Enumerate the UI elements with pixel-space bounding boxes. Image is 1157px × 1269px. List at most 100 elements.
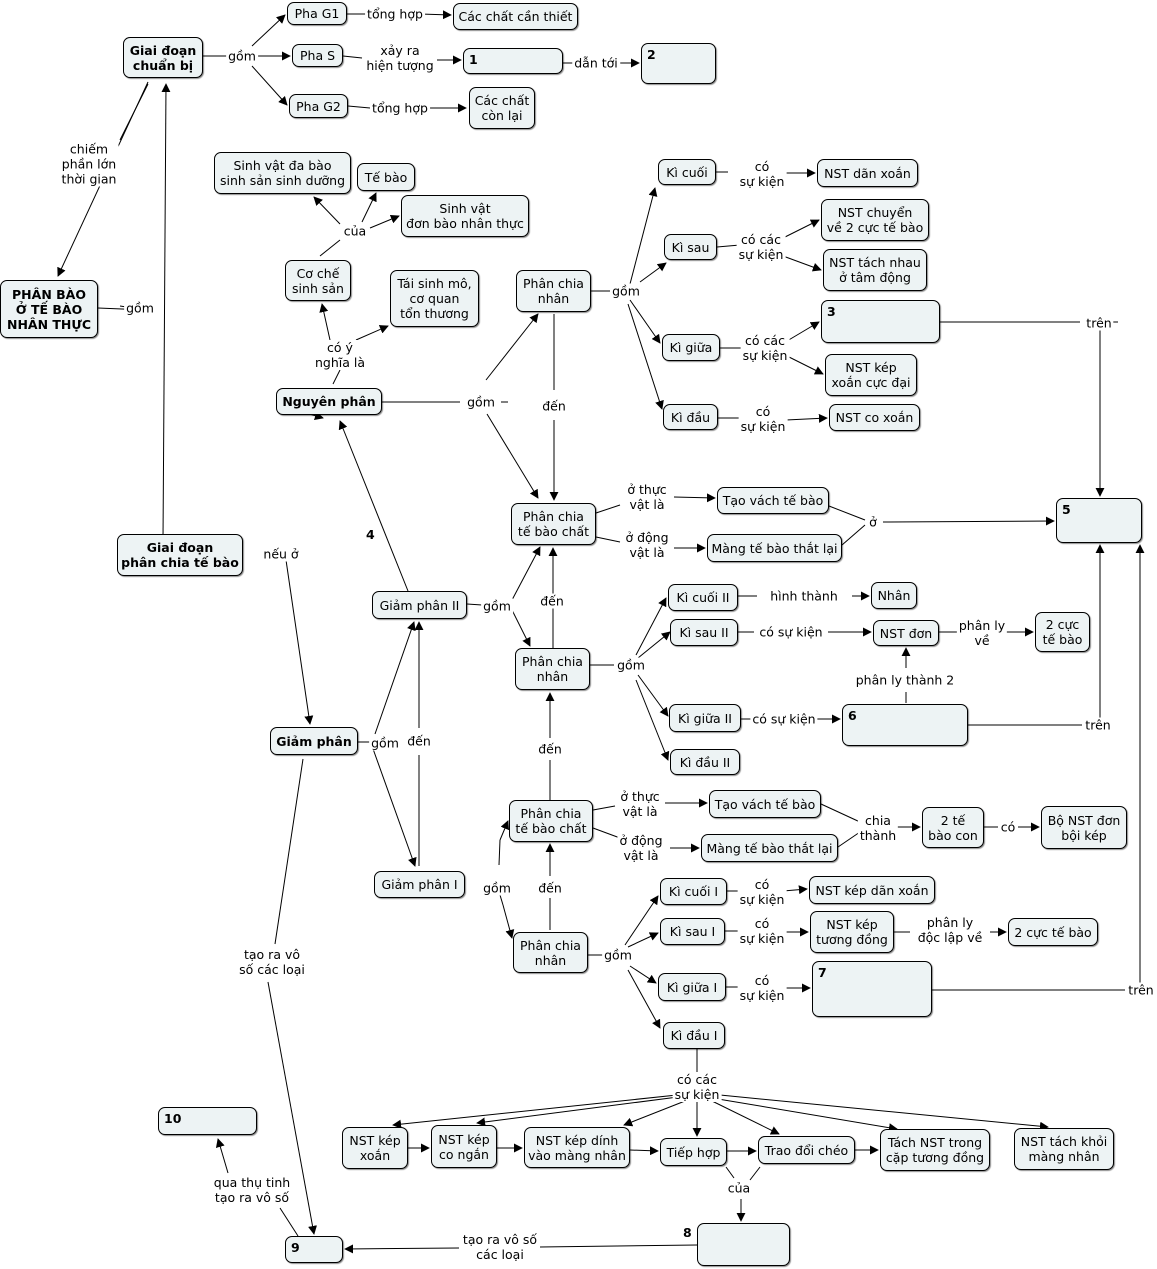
connector-line-90 — [502, 904, 515, 939]
connector-line-36 — [782, 219, 820, 239]
preparation-stage-node[interactable]: Giai đoạn chuẩn bị — [123, 37, 203, 78]
root-node[interactable]: PHÂN BÀO Ở TẾ BÀO NHÂN THỰC — [0, 280, 98, 338]
single-chromosome-node[interactable]: NST đơn — [873, 620, 939, 646]
event-attached-node[interactable]: NST kép dính vào màng nhân — [524, 1127, 630, 1168]
connector-line-136 — [274, 758, 304, 945]
blank-8-node[interactable] — [697, 1223, 790, 1266]
blank-1-node[interactable]: 1 — [463, 48, 563, 74]
membrane-detach-node[interactable]: NST tách khỏi màng nhân — [1014, 1128, 1114, 1170]
chromosome-condense-node[interactable]: NST co xoắn — [829, 404, 920, 431]
chromosome-max-condensed-node[interactable]: NST kép xoắn cực đại — [825, 354, 917, 396]
synapsis-node[interactable]: Tiếp hợp — [660, 1138, 727, 1166]
blank-5-node[interactable]: 5 — [1056, 498, 1142, 543]
prophase-i-node[interactable]: Kì đầu I — [663, 1022, 725, 1049]
event-shortened-node[interactable]: NST kép co ngắn — [431, 1125, 497, 1168]
blank-3-node[interactable]: 3 — [821, 300, 940, 343]
telophase-node[interactable]: Kì cuối — [658, 159, 716, 185]
connector-line-2 — [161, 83, 171, 541]
membrane-constrict-node-2[interactable]: Màng tế bào thắt lại — [701, 834, 838, 862]
two-poles-node-1[interactable]: 2 cực tế bào — [1035, 612, 1090, 652]
necessary-substances-node[interactable]: Các chất cần thiết — [453, 3, 578, 30]
connector-line-56 — [338, 420, 409, 592]
blank-10-node[interactable]: 10 — [158, 1107, 257, 1135]
connector-line-57 — [285, 559, 314, 725]
meiosis-ii-nuclear-division-node[interactable]: Phân chia nhân — [515, 648, 590, 690]
chromosome-decondense-node[interactable]: NST dãn xoắn — [817, 159, 918, 187]
two-poles-node-2[interactable]: 2 cực tế bào — [1008, 918, 1098, 946]
chromosome-to-poles-node[interactable]: NST chuyển về 2 cực tế bào — [821, 199, 929, 241]
phase-s-node[interactable]: Pha S — [292, 44, 343, 67]
connector-line-123 — [711, 1100, 780, 1135]
division-stage-node[interactable]: Giai đoạn phân chia tế bào — [117, 534, 243, 576]
metaphase-node[interactable]: Kì giữa — [662, 334, 720, 361]
phase-g1-node[interactable]: Pha G1 — [287, 2, 347, 25]
connector-line-137 — [267, 981, 317, 1235]
membrane-constrict-node-1[interactable]: Màng tế bào thắt lại — [707, 534, 842, 562]
meiosis-i-node[interactable]: Giảm phân I — [374, 871, 465, 898]
event-coiled-node[interactable]: NST kép xoắn — [342, 1127, 408, 1169]
connector-line-68 — [635, 597, 667, 656]
unicellular-organism-node[interactable]: Sinh vật đơn bào nhân thực — [401, 195, 529, 237]
label-form: hình thành — [768, 588, 840, 604]
connector-line-60 — [371, 745, 417, 867]
label-events-prophase-i: có các sự kiện — [672, 1072, 722, 1102]
cell-node[interactable]: Tế bào — [357, 163, 415, 191]
label-creates-many-2: tạo ra vô số các loại — [460, 1232, 540, 1262]
connector-line-131 — [725, 1166, 735, 1179]
tissue-regeneration-node[interactable]: Tái sinh mô, cơ quan tổn thương — [390, 270, 479, 327]
label-to-meiosis-i: đến — [536, 880, 564, 896]
label-event-anaphase-ii: có sự kiện — [757, 624, 825, 640]
bivalent-decondense-node[interactable]: NST kép dãn xoắn — [809, 876, 935, 904]
anaphase-i-node[interactable]: Kì sau I — [660, 918, 725, 945]
nucleus-node[interactable]: Nhân — [871, 582, 917, 609]
anaphase-ii-node[interactable]: Kì sau II — [670, 619, 738, 646]
label-leads-to: dẫn tới — [572, 55, 620, 71]
anaphase-node[interactable]: Kì sau — [664, 234, 717, 260]
blank-6-node[interactable]: 6 — [842, 704, 968, 746]
meiosis-ii-node[interactable]: Giảm phân II — [372, 591, 467, 619]
label-includes-meiosis-i: gồm — [481, 880, 513, 896]
crossing-over-node[interactable]: Trao đổi chéo — [758, 1136, 855, 1164]
homolog-separation-node[interactable]: Tách NST trong cặp tương đồng — [880, 1129, 990, 1171]
connector-line-39 — [786, 321, 820, 342]
connector-line-138 — [279, 1207, 299, 1237]
multicellular-organism-node[interactable]: Sinh vật đa bào sinh sản sinh dưỡng — [214, 152, 351, 194]
telophase-i-node[interactable]: Kì cuối I — [660, 878, 727, 905]
cell-plate-node-2[interactable]: Tạo vách tế bào — [709, 790, 821, 818]
mitosis-node[interactable]: Nguyên phân — [276, 388, 382, 415]
remaining-substances-node[interactable]: Các chất còn lại — [469, 87, 535, 129]
phase-g2-node[interactable]: Pha G2 — [289, 94, 348, 118]
connector-line-30 — [639, 262, 667, 283]
mitosis-nuclear-division-node[interactable]: Phân chia nhân — [516, 270, 591, 312]
telophase-ii-node[interactable]: Kì cuối II — [668, 584, 738, 611]
two-daughter-cells-node[interactable]: 2 tế bào con — [922, 807, 984, 848]
meiosis-node[interactable]: Giảm phân — [270, 727, 358, 755]
metaphase-ii-node[interactable]: Kì giữa II — [669, 704, 741, 732]
meiosis-i-nuclear-division-node[interactable]: Phân chia nhân — [513, 932, 588, 973]
metaphase-i-node[interactable]: Kì giữa I — [658, 973, 726, 1001]
prophase-ii-node[interactable]: Kì đầu II — [670, 749, 740, 775]
label-event-prophase: có sự kiện — [738, 404, 788, 434]
homologous-pairs-node[interactable]: NST kép tương đồng — [810, 911, 894, 953]
label-animals-1: ở động vật là — [623, 530, 671, 560]
connector-line-15 — [347, 105, 371, 109]
connector-line-69 — [637, 631, 671, 659]
cell-plate-node-1[interactable]: Tạo vách tế bào — [717, 487, 829, 514]
haploid-set-node[interactable]: Bộ NST đơn bội kép — [1041, 806, 1127, 849]
prophase-node[interactable]: Kì đầu — [663, 404, 718, 430]
meiosis-i-cytokinesis-node[interactable]: Phân chia tế bào chất — [509, 800, 593, 842]
blank-2-node[interactable]: 2 — [641, 43, 716, 84]
blank-7-node[interactable]: 7 — [812, 961, 932, 1017]
blank-9-node[interactable]: 9 — [285, 1236, 343, 1263]
label-includes-meiosis-i-nucleus: gồm — [602, 947, 634, 963]
connector-line-104 — [627, 932, 659, 948]
connector-line-52 — [828, 505, 866, 521]
connector-line-48 — [595, 504, 621, 514]
label-takes-most-time: chiếm phần lớn thời gian — [59, 141, 119, 187]
label-event-metaphase-i: có sự kiện — [737, 973, 787, 1003]
chromosome-separate-node[interactable]: NST tách nhau ở tâm động — [823, 249, 927, 291]
connector-line-106 — [627, 969, 661, 1029]
connector-line-35 — [716, 244, 741, 248]
reproduction-mechanism-node[interactable]: Cơ chế sinh sản — [285, 260, 351, 301]
mitosis-cytokinesis-node[interactable]: Phân chia tế bào chất — [511, 503, 596, 545]
